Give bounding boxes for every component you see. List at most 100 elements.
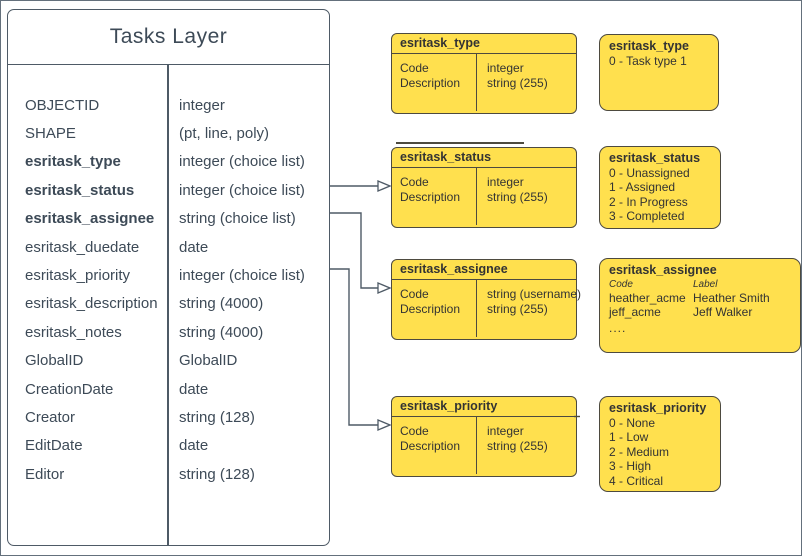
domain-column-divider	[476, 280, 478, 337]
table-row: EditDate date	[8, 432, 329, 460]
field-type: integer (choice list)	[179, 181, 305, 199]
table-row: esritask_priority integer (choice list)	[8, 261, 329, 289]
table-row: SHAPE(pt, line, poly)	[8, 119, 329, 147]
domain-cell: Description	[400, 75, 461, 90]
value-line: 2 - Medium	[609, 444, 670, 459]
tasks-layer-title: Tasks Layer	[8, 10, 329, 65]
value-line: 4 - Critical	[609, 473, 664, 488]
domain-cell: string (username)	[487, 287, 582, 301]
domain-column-divider	[476, 54, 478, 111]
field-type: integer	[179, 96, 225, 114]
value-line: 1 - Low	[609, 430, 649, 444]
more-values-ellipsis: ....	[609, 320, 627, 335]
field-name: esritask_notes	[25, 323, 122, 341]
domain-field-types: integer string (255)	[487, 424, 548, 453]
value-list-esritask-assignee[interactable]: esritask_assignee Code Label heather_acm…	[599, 258, 801, 353]
domain-cell: Code	[400, 424, 429, 438]
domain-table-title: esritask_type	[392, 34, 576, 54]
domain-cell: string (255)	[487, 438, 548, 453]
value-row: heather_acme Heather Smith	[609, 291, 791, 306]
value-row: jeff_acme Jeff Walker	[609, 305, 791, 320]
domain-field-types: string (username) string (255)	[487, 287, 581, 316]
domain-column-divider	[476, 417, 478, 474]
domain-cell: string (255)	[487, 301, 548, 316]
value-list-esritask-type[interactable]: esritask_type 0 - Task type 1	[599, 34, 719, 111]
value-line: 2 - In Progress	[609, 194, 688, 209]
arrowhead-assignee	[377, 282, 392, 294]
value-list-title: esritask_priority	[609, 401, 707, 415]
field-type: string (4000)	[179, 295, 264, 313]
field-type: date	[179, 380, 209, 398]
field-name: Creator	[25, 408, 76, 426]
field-type: GlobalID	[179, 352, 238, 370]
domain-field-labels: Code Description	[400, 175, 460, 204]
domain-table-esritask-assignee[interactable]: esritask_assignee Code Description strin…	[391, 259, 581, 340]
connector-priority[interactable]	[330, 268, 378, 426]
domain-cell: string (255)	[487, 75, 548, 90]
value-list-title: esritask_type	[609, 39, 689, 53]
field-type: string (4000)	[179, 323, 264, 341]
value-list-esritask-status[interactable]: esritask_status 0 - Unassigned 1 - Assig…	[599, 146, 721, 229]
domain-field-labels: Code Description	[400, 424, 460, 453]
domain-table-title: esritask_priority	[392, 397, 576, 417]
value-line: 3 - Completed	[609, 209, 685, 223]
arrowhead-status	[377, 180, 392, 192]
field-name: GlobalID	[25, 352, 84, 370]
domain-cell: Description	[400, 301, 461, 316]
domain-cell: Code	[400, 287, 429, 301]
table-row: esritask_description string (4000)	[8, 290, 329, 318]
domain-table-esritask-type[interactable]: esritask_type Code Description integer s…	[391, 33, 577, 114]
field-type: string (choice list)	[179, 210, 296, 228]
field-name: esritask_description	[25, 295, 158, 313]
field-type: integer (choice list)	[179, 153, 305, 171]
domain-table-title: esritask_status	[392, 148, 576, 168]
field-name: esritask_assignee	[25, 210, 155, 228]
field-type: date	[179, 238, 209, 256]
domain-field-types: integer string (255)	[487, 175, 548, 204]
label-column-header: Label	[693, 278, 718, 290]
value-line: 0 - Task type 1	[609, 53, 687, 68]
domain-table-title: esritask_assignee	[392, 260, 576, 280]
field-name: esritask_priority	[25, 267, 131, 285]
arrowhead-priority	[377, 419, 392, 431]
field-name: Editor	[25, 465, 65, 483]
assignee-code: jeff_acme	[609, 305, 661, 319]
field-type: string (128)	[179, 465, 255, 483]
domain-field-types: integer string (255)	[487, 61, 548, 90]
value-line: 0 - Unassigned	[609, 165, 690, 180]
field-name: esritask_duedate	[25, 238, 140, 256]
domain-cell: Description	[400, 438, 461, 453]
assignee-label: Jeff Walker	[693, 305, 753, 319]
field-name: esritask_status	[25, 181, 135, 199]
domain-cell: integer	[487, 175, 524, 189]
field-name: EditDate	[25, 437, 83, 455]
value-line: 3 - High	[609, 459, 652, 473]
value-list-esritask-priority[interactable]: esritask_priority 0 - None 1 - Low 2 - M…	[599, 396, 721, 492]
domain-column-divider	[476, 168, 478, 225]
table-row: Editor string (128)	[8, 460, 329, 488]
table-row: esritask_notes string (4000)	[8, 318, 329, 346]
field-name: CreationDate	[25, 380, 114, 398]
domain-cell: integer	[487, 424, 524, 438]
value-list-title: esritask_assignee	[609, 263, 717, 277]
domain-cell: string (255)	[487, 189, 548, 204]
tasks-column-divider	[167, 64, 169, 545]
domain-table-esritask-status[interactable]: esritask_status Code Description integer…	[391, 147, 577, 228]
domain-cell: Code	[400, 175, 429, 189]
table-row: OBJECTID integer	[8, 91, 329, 119]
tasks-layer-table[interactable]: Tasks Layer OBJECTID integer SHAPE(pt, li…	[7, 9, 330, 546]
table-row: esritask_status integer (choice list)	[8, 176, 329, 204]
code-column-header: Code	[609, 278, 633, 290]
field-type: integer (choice list)	[179, 267, 305, 285]
tasks-field-list: OBJECTID integer SHAPE(pt, line, poly) es…	[8, 91, 329, 488]
connector-assignee[interactable]	[330, 212, 378, 289]
domain-table-esritask-priority[interactable]: esritask_priority Code Description integ…	[391, 396, 577, 477]
domain-cell: integer	[487, 61, 524, 75]
field-type: date	[179, 437, 209, 455]
table-row: CreationDate date	[8, 375, 329, 403]
field-name: OBJECTID	[25, 96, 100, 114]
value-line: 1 - Assigned	[609, 180, 676, 194]
